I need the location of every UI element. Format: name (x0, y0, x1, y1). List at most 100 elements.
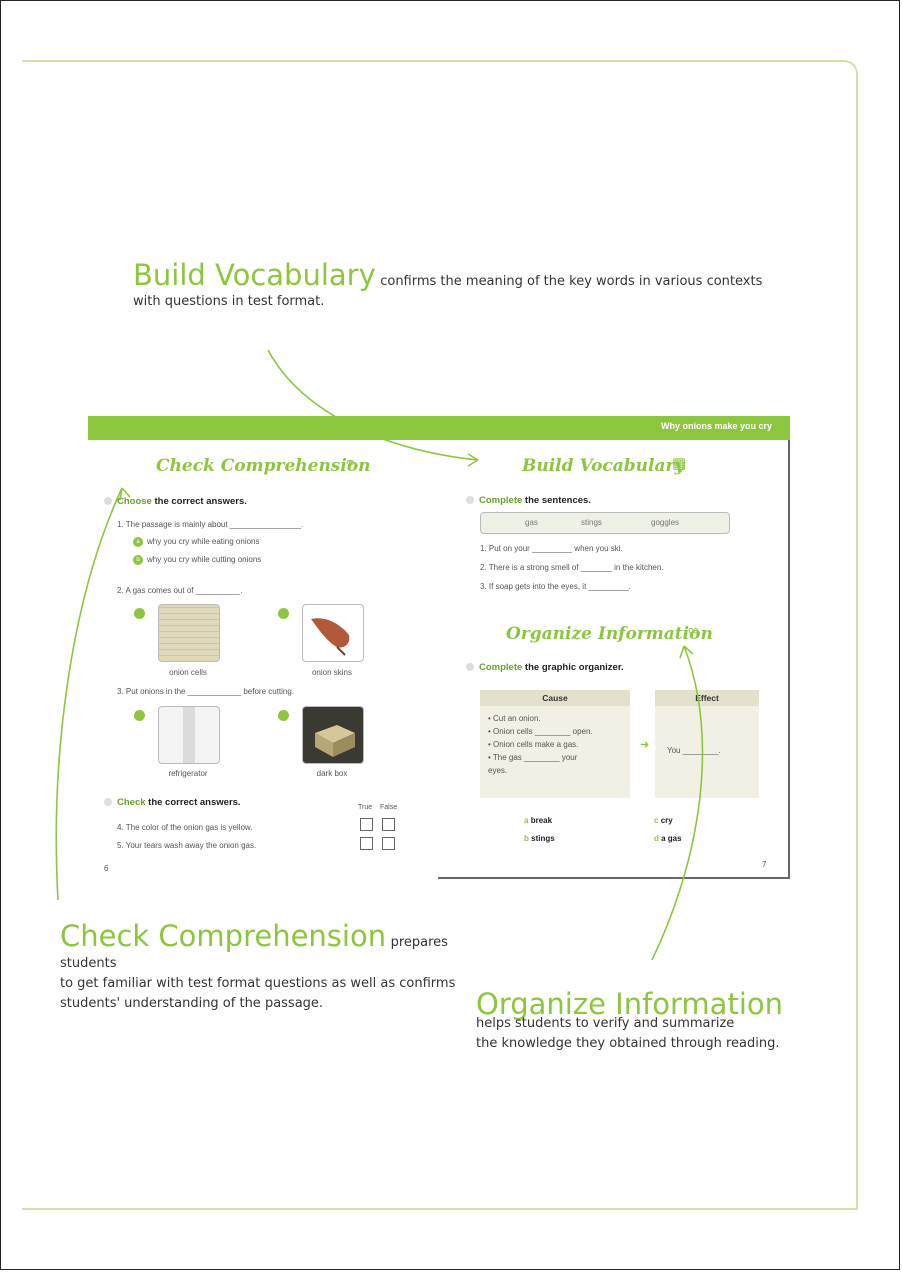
org-rest: the graphic organizer. (522, 662, 624, 673)
option-b-badge-icon: b (133, 555, 143, 565)
right-page-number: 7 (762, 860, 767, 869)
s4-false-checkbox[interactable] (382, 818, 395, 831)
organize-information-title: Organize Information (506, 624, 713, 644)
check-heading: Check the correct answers. (104, 797, 241, 808)
refrigerator-caption: refrigerator (168, 769, 208, 778)
refrigerator-photo (158, 706, 220, 764)
q1-option-a-text: why you cry while eating onions (147, 537, 260, 547)
box-drawing (315, 725, 355, 757)
cause-item: • Onion cells ________ open. (488, 727, 593, 736)
vocab-sentence-3: 3. If soap gets into the eyes, it ______… (480, 582, 631, 591)
question-3: 3. Put onions in the ____________ before… (117, 687, 294, 696)
vocab-arrow-line (267, 349, 479, 461)
dark-box-caption: dark box (316, 769, 348, 778)
effect-header: Effect (655, 690, 759, 706)
intro-organize-information: Organize Information helps students to v… (476, 987, 816, 1054)
choose-heading: Choose the correct answers. (104, 496, 247, 507)
org-arrow-line (651, 645, 704, 961)
option-a-badge-icon (134, 608, 145, 619)
org-arrow-head (679, 645, 694, 659)
left-page-number: 6 (104, 864, 109, 873)
option-b-badge-icon (278, 608, 289, 619)
option-a-gas: d a gas (654, 834, 682, 843)
spread-header-bar: Why onions make you cry (88, 416, 790, 440)
option-a-gas-text: a gas (661, 834, 682, 843)
cause-item: • The gas ________ your (488, 753, 578, 762)
word-bank-item: goggles (651, 518, 680, 527)
bullet-icon (104, 497, 112, 506)
q3-post: before cutting. (243, 687, 295, 696)
statement-4: 4. The color of the onion gas is yellow. (117, 823, 253, 832)
option-break-text: break (530, 816, 553, 825)
green-rule-top (22, 60, 842, 62)
complete-sentences-heading: Complete the sentences. (466, 495, 591, 506)
green-rule-right (840, 60, 858, 1210)
option-d-badge-icon: d (654, 834, 659, 843)
question-1: 1. The passage is mainly about _________… (117, 520, 304, 529)
question-2: 2. A gas comes out of __________. (117, 586, 243, 595)
intro-org-title: Organize Information (476, 987, 784, 1021)
onion-skins-caption: onion skins (311, 668, 353, 677)
cause-box: Cause • Cut an onion. • Onion cells ____… (480, 690, 630, 798)
cause-item: • Onion cells make a gas. (488, 740, 579, 749)
links-icon: ∞ (688, 622, 699, 639)
vocab-sentence-1: 1. Put on your _________ when you ski. (480, 544, 623, 553)
intro-check-comprehension: Check Comprehension prepares students to… (60, 922, 500, 1014)
q1-option-b-text: why you cry while cutting onions (147, 555, 262, 565)
cause-item: eyes. (488, 766, 508, 775)
intro-org-text1: helps students to verify and summarize (476, 1016, 735, 1031)
vocab-rest: the sentences. (522, 495, 591, 506)
onion-cells-photo (158, 604, 220, 662)
option-break: a break (524, 816, 552, 825)
spread-bottom-rule (438, 877, 790, 879)
complete-organizer-heading: Complete the graphic organizer. (466, 662, 624, 673)
intro-vocab-text1: confirms the meaning of the key words in… (380, 274, 763, 289)
bullet-icon (466, 663, 474, 672)
option-a-badge-icon: a (133, 537, 143, 547)
intro-vocab-title: Build Vocabulary (133, 258, 376, 292)
true-label: True (358, 804, 373, 811)
blocks-icon: ▦ (672, 455, 687, 472)
statement-5: 5. Your tears wash away the onion gas. (117, 841, 257, 850)
intro-check-text3: students' understanding of the passage. (60, 996, 324, 1011)
word-bank-item: gas (525, 518, 538, 527)
option-b-badge-icon: b (524, 834, 529, 843)
org-verb: Complete (479, 662, 523, 673)
arrow-right-icon: ➜ (640, 739, 650, 751)
build-vocabulary-title: Build Vocabulary (522, 456, 685, 476)
vocab-arrow-head (467, 453, 479, 467)
intro-org-text2: the knowledge they obtained through read… (476, 1036, 780, 1051)
check-comprehension-title: Check Comprehension (156, 456, 371, 476)
check-arrow-head (119, 487, 131, 501)
bullet-icon (466, 496, 474, 505)
cause-item: • Cut an onion. (488, 714, 541, 723)
option-cry: c cry (654, 816, 673, 825)
s5-true-checkbox[interactable] (360, 837, 373, 850)
check-rest: the correct answers. (145, 797, 241, 808)
cause-header: Cause (480, 690, 630, 706)
option-a-badge-icon (134, 710, 145, 721)
s4-true-checkbox[interactable] (360, 818, 373, 831)
vocab-verb: Complete (479, 495, 523, 506)
intro-vocab-text2: with questions in test format. (133, 294, 325, 309)
option-c-badge-icon: c (654, 816, 659, 825)
s5-false-checkbox[interactable] (382, 837, 395, 850)
intro-check-title: Check Comprehension (60, 919, 387, 953)
choose-rest: the correct answers. (151, 496, 247, 507)
option-a-badge-icon: a (524, 816, 529, 825)
word-bank-item: stings (581, 518, 602, 527)
dark-box-photo (302, 706, 364, 764)
option-b-badge-icon (278, 710, 289, 721)
intro-check-text1: prepares students (60, 935, 448, 971)
green-rule-bottom (22, 1208, 858, 1210)
false-label: False (380, 804, 398, 811)
spread-header-title: Why onions make you cry (660, 421, 772, 431)
check-arrow-line (55, 487, 123, 901)
ear-icon: ⚭ (344, 455, 357, 472)
textbook-spread: Why onions make you cry Check Comprehens… (88, 416, 790, 880)
intro-build-vocabulary: Build Vocabulary confirms the meaning of… (133, 258, 773, 309)
onion-skins-photo (302, 604, 364, 662)
